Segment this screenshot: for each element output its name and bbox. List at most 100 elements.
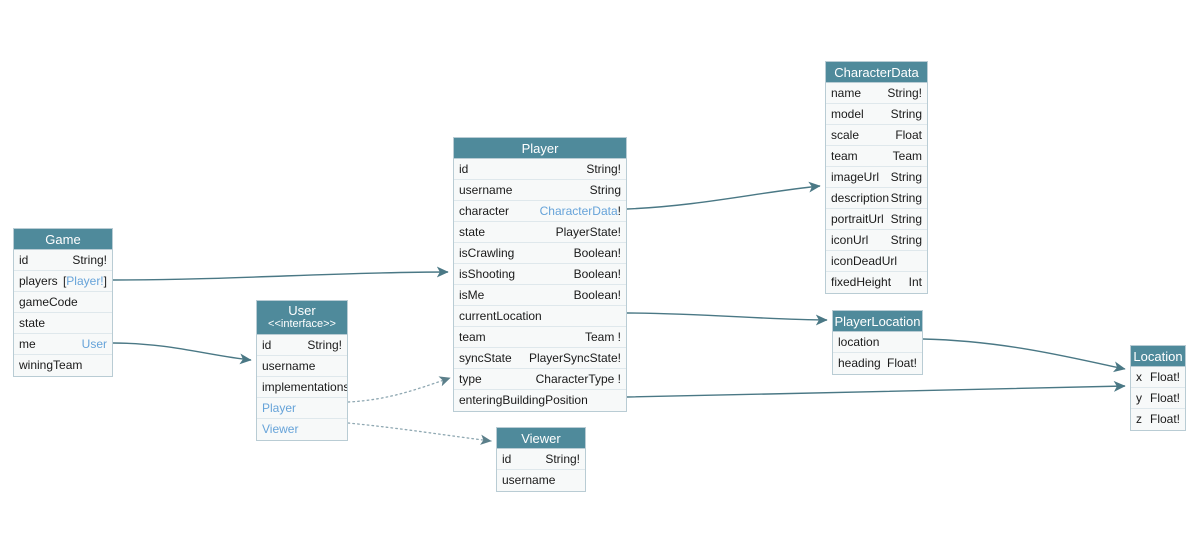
field-type: Boolean! [573, 246, 621, 260]
field-row[interactable]: isCrawling Boolean! [454, 243, 626, 264]
field-row[interactable]: state PlayerState! [454, 222, 626, 243]
field-name: iconUrl [831, 233, 869, 247]
field-name: me [19, 337, 36, 351]
field-type: Float! [1149, 391, 1180, 405]
field-type: String [890, 212, 922, 226]
field-type: String [890, 233, 922, 247]
field-type: Boolean! [573, 267, 621, 281]
entity-game[interactable]: Game id String! players[Player!]gameCodeStr… [13, 228, 113, 377]
field-type: String! [72, 253, 107, 267]
field-name: state [459, 225, 486, 239]
field-row[interactable]: id String! [257, 335, 347, 356]
field-name: location [838, 335, 880, 349]
connector-game-players-to-player [112, 266, 449, 281]
field-row[interactable]: locationLocation! [833, 332, 922, 353]
field-name: team [831, 149, 858, 163]
entity-header-location: Location [1131, 346, 1185, 367]
field-row[interactable]: type CharacterType ! [454, 369, 626, 390]
connector-player-enteringbuildingposition-to-location [626, 380, 1126, 398]
implementation-viewer[interactable]: Viewer [257, 419, 347, 440]
implementation-player[interactable]: Player [257, 398, 347, 419]
field-type: String [890, 170, 922, 184]
entity-name: Game [45, 232, 81, 247]
field-name: iconDeadUrl [831, 254, 898, 268]
field-name: id [19, 253, 29, 267]
field-type: String! [307, 338, 342, 352]
implementation-name: Viewer [262, 422, 299, 436]
field-row[interactable]: stateGameState! [14, 313, 112, 334]
entity-name: Location [1133, 349, 1183, 364]
field-row[interactable]: iconUrl String [826, 230, 927, 251]
entity-header-game: Game [14, 229, 112, 250]
entity-header-playerlocation: PlayerLocation [833, 311, 922, 332]
field-name: type [459, 372, 482, 386]
field-type: PlayerState! [555, 225, 621, 239]
field-name: state [19, 316, 46, 330]
implementations-text: implementations [262, 380, 347, 394]
entity-playerlocation[interactable]: PlayerLocation locationLocation!headingFl… [832, 310, 923, 375]
implementation-name: Player [262, 401, 297, 415]
field-type: String [890, 191, 922, 205]
field-row[interactable]: players[Player!] [14, 271, 112, 292]
field-type: Float [895, 128, 922, 142]
field-name: portraitUrl [831, 212, 884, 226]
field-row[interactable]: portraitUrl String [826, 209, 927, 230]
entity-user[interactable]: User<<interface>>idString!usernameString… [256, 300, 348, 441]
entity-name: User [288, 303, 316, 318]
entity-name: Viewer [521, 431, 561, 446]
type-link[interactable]: CharacterData [539, 204, 618, 218]
field-name: id [262, 338, 272, 352]
entity-name: PlayerLocation [834, 314, 921, 329]
field-name: isCrawling [459, 246, 515, 260]
field-name: winingTeam [19, 358, 83, 372]
field-name: gameCode [19, 295, 78, 309]
connector-player-currentlocation-to-playerlocation [626, 312, 828, 326]
field-name: players [19, 274, 58, 288]
field-row[interactable]: id String! [14, 250, 112, 271]
field-name: enteringBuildingPosition [459, 393, 588, 407]
field-row[interactable]: winingTeamTeam [14, 355, 112, 376]
field-row[interactable]: me User [14, 334, 112, 355]
field-row[interactable]: currentLocationPlayerLocation! [454, 306, 626, 327]
field-name: id [502, 452, 512, 466]
field-name: imageUrl [831, 170, 880, 184]
field-type: User [81, 334, 107, 354]
field-row[interactable]: imageUrl String [826, 167, 927, 188]
type-link[interactable]: User [81, 337, 107, 351]
field-name: id [459, 162, 469, 176]
field-name: heading [838, 356, 881, 370]
field-type: CharacterType ! [535, 372, 621, 386]
field-row[interactable]: gameCodeString! [14, 292, 112, 313]
field-row[interactable]: iconDeadUrlString [826, 251, 927, 272]
field-type: Float! [1149, 412, 1180, 426]
connector-user-viewer-impl [347, 422, 492, 445]
type-link[interactable]: Player! [66, 274, 104, 288]
field-row[interactable]: enteringBuildingPositionLocation [454, 390, 626, 411]
connector-user-player-impl [347, 376, 451, 403]
